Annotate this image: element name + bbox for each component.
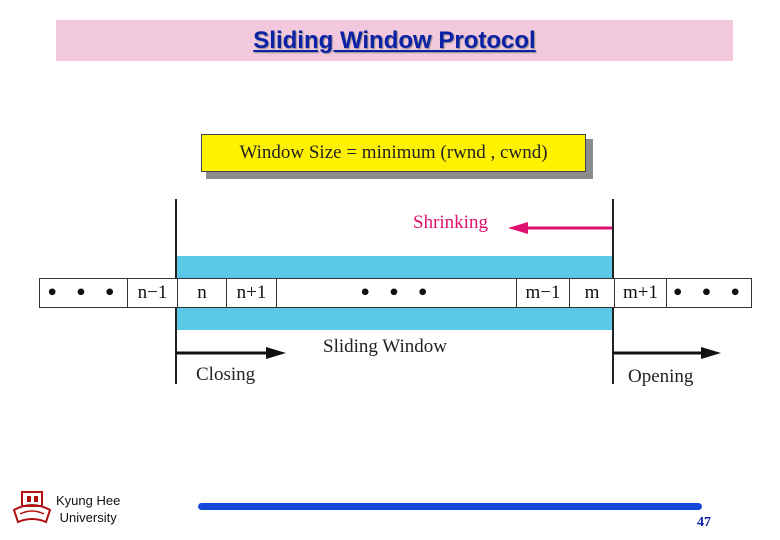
sliding-window-label: Sliding Window — [323, 336, 447, 357]
title-bar: Sliding Window Protocol — [56, 20, 733, 61]
seq-cell-n-minus-1: n−1 — [127, 279, 177, 307]
page-number: 47 — [697, 515, 711, 530]
university-logo-icon — [12, 491, 52, 524]
university-name-line2: University — [59, 510, 117, 525]
shrinking-arrow — [508, 222, 612, 234]
seq-cell-dots-middle: • • • — [276, 279, 516, 307]
university-name: Kyung Hee University — [56, 492, 120, 526]
seq-cell-n: n — [177, 279, 226, 307]
footer-divider — [198, 503, 702, 510]
seq-cell-dots-left: • • • — [46, 282, 121, 304]
seq-cell-m-minus-1: m−1 — [516, 279, 569, 307]
sequence-row: • • • n−1 n n+1 • • • m−1 m m+1 • • • — [39, 278, 752, 308]
closing-arrow — [176, 347, 286, 359]
seq-cell-dots-right: • • • — [666, 279, 751, 307]
opening-label: Opening — [628, 366, 694, 387]
seq-cell-m-plus-1: m+1 — [614, 279, 666, 307]
opening-arrow — [613, 347, 721, 359]
shrinking-label: Shrinking — [413, 212, 488, 233]
formula-box: Window Size = minimum (rwnd , cwnd) — [201, 134, 586, 172]
university-name-line1: Kyung Hee — [56, 493, 121, 508]
closing-label: Closing — [196, 364, 256, 385]
seq-cell-m: m — [569, 279, 614, 307]
seq-cell-n-plus-1: n+1 — [226, 279, 276, 307]
slide-title: Sliding Window Protocol — [253, 27, 536, 54]
